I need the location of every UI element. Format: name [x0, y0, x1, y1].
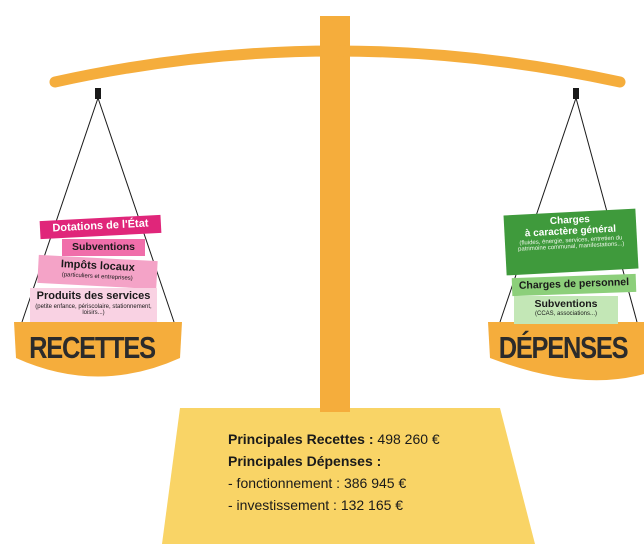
investissement-row: - investissement : 132 165 €	[228, 497, 404, 513]
tag-produits-services: Produits des services (petite enfance, p…	[30, 288, 157, 322]
right-hook	[573, 88, 579, 99]
recettes-summary-value: 498 260 €	[377, 431, 440, 447]
tag-label: Subventions	[71, 241, 135, 253]
fonctionnement-row: - fonctionnement : 386 945 €	[228, 475, 407, 491]
tag-label: Charges de personnel	[518, 276, 630, 292]
tag-detail: (CCAS, associations...)	[534, 311, 598, 318]
depenses-summary-label: Principales Dépenses :	[228, 453, 382, 469]
scale-pole	[320, 16, 350, 412]
scale-beam	[49, 45, 626, 88]
tag-label: Produits des services	[36, 290, 151, 302]
tag-label: Dotations de l'État	[52, 217, 149, 235]
scale-finial	[322, 20, 348, 40]
left-hook	[95, 88, 101, 99]
left-bowl	[14, 322, 182, 377]
tag-subventions-recettes: Subventions	[62, 239, 145, 256]
tag-subventions-depenses: Subventions (CCAS, associations...)	[514, 296, 618, 324]
depenses-summary-row: Principales Dépenses :	[228, 450, 528, 472]
recettes-title: RECETTES	[29, 330, 156, 365]
tag-detail: (petite enfance, périscolaire, stationne…	[35, 303, 152, 316]
budget-summary: Principales Recettes : 498 260 € Princip…	[228, 428, 528, 516]
tag-charges-generales: Charges à caractère général (fluides, én…	[503, 208, 639, 276]
scale-base-box	[162, 408, 535, 544]
recettes-summary-row: Principales Recettes : 498 260 €	[228, 428, 528, 450]
right-bowl	[488, 322, 644, 381]
recettes-summary-label: Principales Recettes :	[228, 431, 374, 447]
depenses-title: DÉPENSES	[498, 330, 629, 365]
tag-label: Subventions	[534, 298, 598, 310]
